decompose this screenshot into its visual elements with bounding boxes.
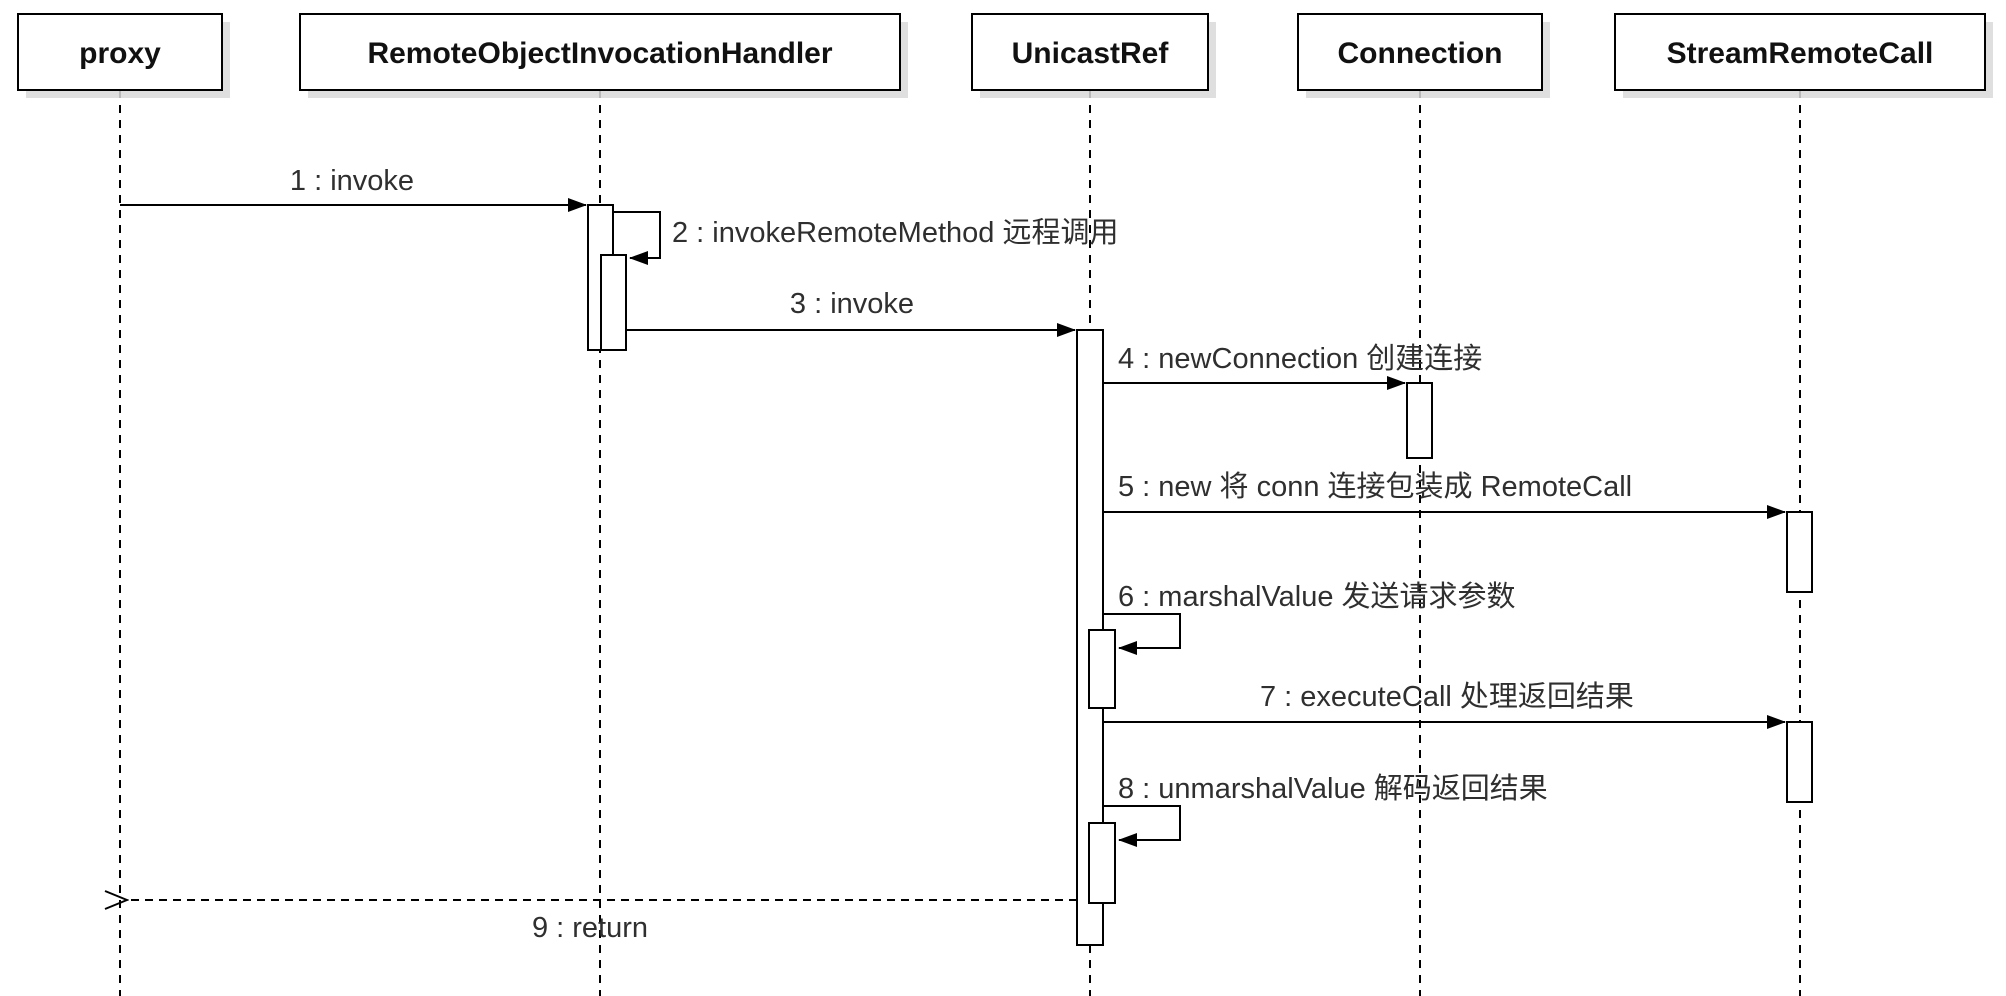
message-8-label: 8 : unmarshalValue 解码返回结果 [1118, 772, 1548, 805]
participant-unicastref: UnicastRef [971, 13, 1216, 98]
message-2-line [613, 211, 661, 265]
message-6-line [1103, 613, 1181, 655]
activation-unicastref-marshal [1088, 629, 1116, 709]
message-3-label: 3 : invoke [790, 288, 914, 320]
message-2-label: 2 : invokeRemoteMethod 远程调用 [672, 217, 1118, 249]
participant-box [971, 13, 1209, 91]
message-7-label: 7 : executeCall 处理返回结果 [1260, 680, 1634, 713]
participant-streamremotecall: StreamRemoteCall [1614, 13, 1993, 98]
participant-label: StreamRemoteCall [1667, 37, 1934, 70]
activation-streamremotecall-2 [1786, 721, 1813, 803]
participant-label: UnicastRef [1012, 37, 1170, 70]
activation-streamremotecall-1 [1786, 511, 1813, 593]
participant-box [299, 13, 901, 91]
message-6-label: 6 : marshalValue 发送请求参数 [1118, 580, 1516, 613]
participant-label: RemoteObjectInvocationHandler [367, 37, 832, 70]
activation-roih-2 [600, 254, 627, 351]
message-9-label: 9 : return [532, 912, 648, 944]
activation-connection [1406, 382, 1433, 459]
participant-box [17, 13, 223, 91]
participant-connection: Connection [1297, 13, 1550, 98]
activation-unicastref-unmarshal [1088, 822, 1116, 904]
participant-box [1297, 13, 1543, 91]
participant-remoteobjectinvocationhandler: RemoteObjectInvocationHandler [299, 13, 908, 98]
participant-label: Connection [1338, 37, 1503, 70]
message-1-label: 1 : invoke [290, 165, 414, 197]
message-8-line [1103, 805, 1181, 847]
participant-proxy: proxy [17, 13, 230, 98]
message-5-label: 5 : new 将 conn 连接包装成 RemoteCall [1118, 470, 1632, 503]
participant-box [1614, 13, 1986, 91]
message-4-label: 4 : newConnection 创建连接 [1118, 342, 1482, 375]
participant-label: proxy [79, 37, 161, 70]
